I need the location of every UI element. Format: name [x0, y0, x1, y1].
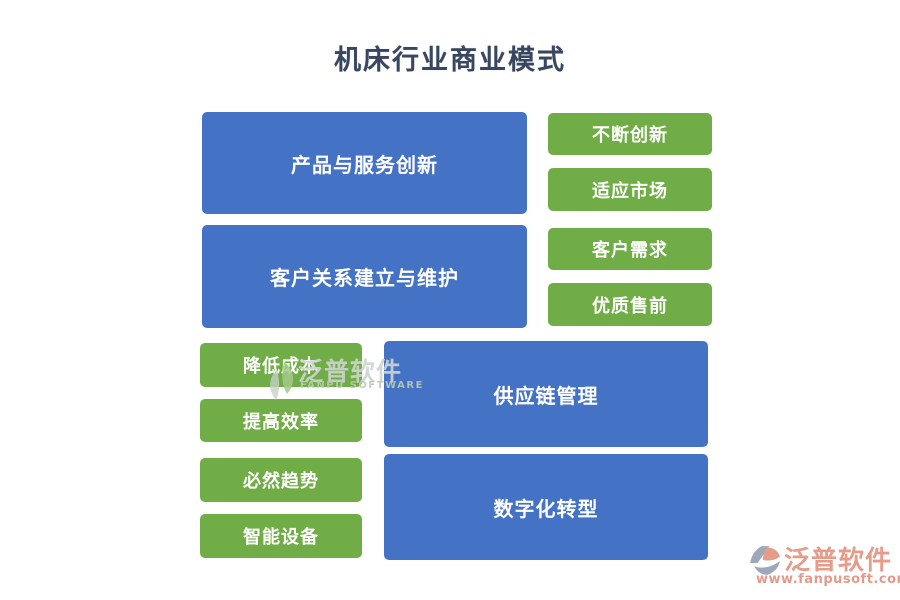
fanpu-logo: 泛普软件 www.fanpusoft.com — [742, 542, 900, 588]
block-improve-efficiency: 提高效率 — [200, 399, 362, 442]
block-label: 必然趋势 — [243, 471, 319, 492]
block-customer-relationship: 客户关系建立与维护 — [202, 225, 527, 328]
fanpu-logo-icon — [750, 546, 780, 575]
block-label: 客户关系建立与维护 — [270, 266, 459, 290]
block-label: 供应链管理 — [493, 383, 599, 408]
block-label: 数字化转型 — [493, 496, 599, 521]
block-supply-chain: 供应链管理 — [384, 341, 708, 447]
block-label: 适应市场 — [592, 180, 668, 202]
block-product-service-innovation: 产品与服务创新 — [202, 112, 527, 214]
block-label: 产品与服务创新 — [291, 152, 438, 177]
block-label: 提高效率 — [243, 411, 319, 433]
block-quality-presales: 优质售前 — [548, 283, 712, 326]
block-adapt-market: 适应市场 — [548, 168, 712, 211]
block-continuous-innovation: 不断创新 — [548, 113, 712, 155]
block-label: 优质售前 — [592, 295, 668, 317]
block-customer-needs: 客户需求 — [548, 228, 712, 270]
fanpu-logo-text: 泛普软件 — [784, 546, 893, 576]
block-label: 降低成本 — [243, 356, 319, 377]
block-digital-transformation: 数字化转型 — [384, 454, 708, 560]
block-label: 客户需求 — [592, 240, 668, 261]
block-label: 智能设备 — [243, 527, 319, 548]
block-reduce-cost: 降低成本 — [200, 343, 362, 387]
block-label: 不断创新 — [592, 125, 668, 146]
page-title: 机床行业商业模式 — [334, 45, 566, 76]
block-inevitable-trend: 必然趋势 — [200, 458, 362, 502]
block-smart-equipment: 智能设备 — [200, 514, 362, 558]
fanpu-logo-url: www.fanpusoft.com — [756, 572, 900, 587]
